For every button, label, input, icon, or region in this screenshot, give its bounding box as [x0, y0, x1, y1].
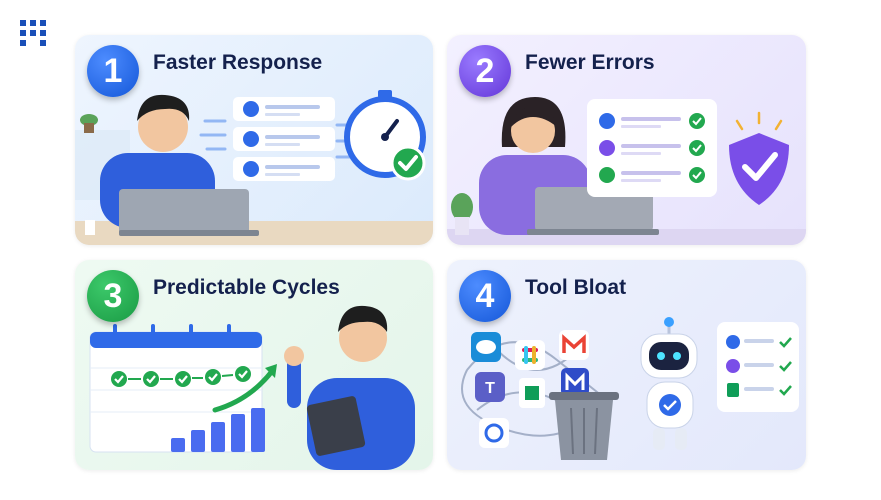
card-title: Faster Response — [153, 51, 323, 74]
checklist-icon — [587, 99, 717, 197]
checklist-icon — [717, 322, 799, 412]
card-tool-bloat: T 4 Tool Bloat — [447, 260, 806, 470]
plant-icon — [451, 193, 473, 235]
person-laptop-icon — [479, 97, 659, 235]
card-faster-response: 1 Faster Response — [75, 35, 433, 245]
shield-check-icon — [729, 111, 789, 205]
app-icons-cluster: T — [471, 330, 589, 448]
trash-bin-icon — [549, 392, 619, 460]
contact-list-icon — [233, 97, 335, 181]
svg-text:T: T — [485, 380, 495, 397]
robot-icon — [640, 317, 698, 450]
card3-illustration — [89, 305, 415, 470]
card-fewer-errors: 2 Fewer Errors — [447, 35, 806, 245]
step-number-badge: 3 — [87, 270, 139, 322]
person-tablet-icon — [284, 305, 415, 470]
plant-icon — [80, 114, 98, 133]
trend-arrow-icon — [212, 364, 277, 413]
card4-illustration: T — [461, 317, 799, 460]
brand-logo-icon — [20, 20, 46, 46]
step-number-badge: 4 — [459, 270, 511, 322]
check-badge-icon — [390, 145, 426, 181]
bar-chart-icon — [171, 408, 265, 452]
card2-illustration — [447, 97, 806, 245]
person-laptop-icon — [85, 94, 259, 236]
card1-illustration — [75, 90, 433, 245]
step-number-badge: 2 — [459, 45, 511, 97]
check-sequence-icon — [111, 366, 251, 387]
card-title: Predictable Cycles — [153, 276, 340, 299]
step-number-badge: 1 — [87, 45, 139, 97]
card-predictable-cycles: 3 Predictable Cycles — [75, 260, 433, 470]
card-title: Tool Bloat — [525, 276, 627, 299]
card-title: Fewer Errors — [525, 51, 655, 74]
